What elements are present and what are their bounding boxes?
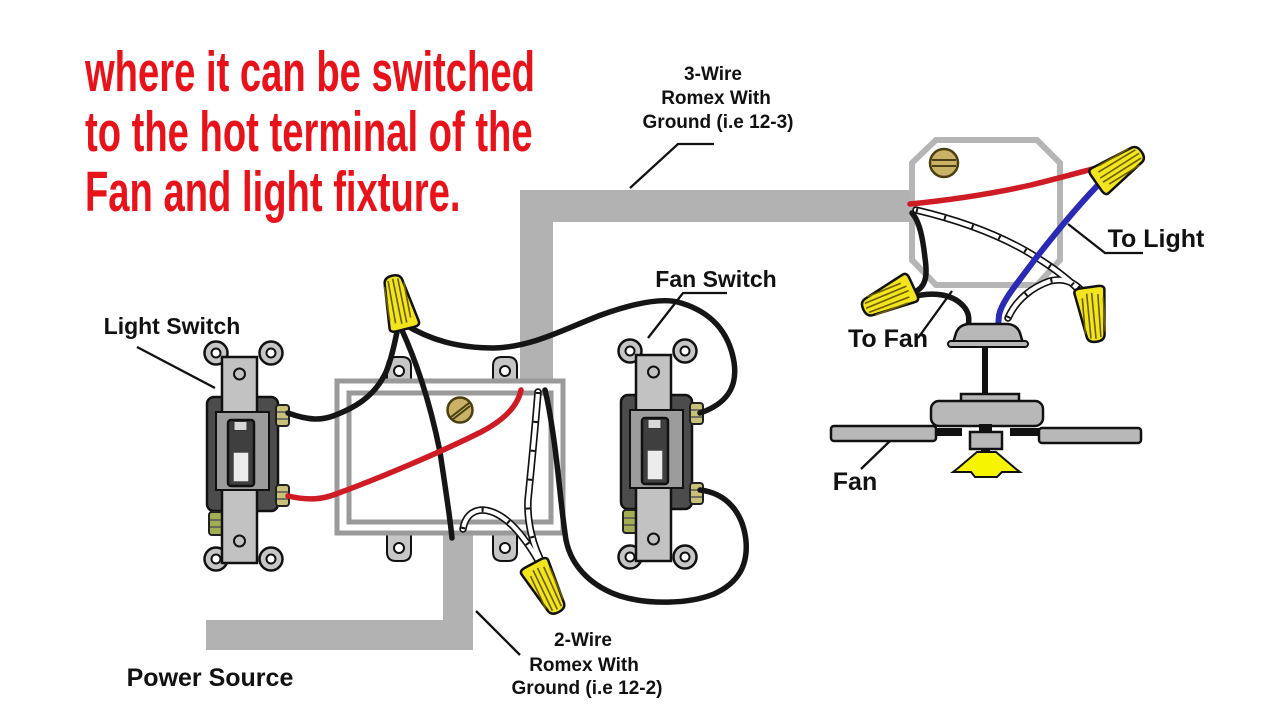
three-wire-label-line1: 3-Wire <box>684 64 742 85</box>
two-wire-label-line3: Ground (i.e 12-2) <box>512 678 663 699</box>
blue-light-wire <box>995 177 1106 331</box>
fan-motor <box>929 399 1045 428</box>
fan-switch-housing <box>968 430 1004 451</box>
wire-nut-junction-hot <box>376 270 422 335</box>
wire-nut-to-fan <box>855 271 921 325</box>
to-fan-label: To Fan <box>848 325 928 353</box>
three-wire-label-line2: Romex With <box>661 88 771 109</box>
ceiling-fan <box>829 322 1143 478</box>
headline-line1: where it can be switched <box>84 40 535 104</box>
headline-line2: to the hot terminal of the <box>84 100 533 164</box>
light-switch <box>203 340 291 572</box>
power-source-label: Power Source <box>127 664 294 692</box>
fan-downrod <box>982 347 988 399</box>
two-wire-label-line2: Romex With <box>529 655 639 676</box>
fan-blade-left <box>829 424 938 443</box>
two-wire-label-line1: 2-Wire <box>554 630 612 651</box>
three-wire-label-line3: Ground (i.e 12-3) <box>643 112 794 133</box>
black-hot-wires <box>285 210 972 605</box>
headline-line3: Fan and light fixture. <box>84 160 461 224</box>
leader-lines <box>136 142 1143 656</box>
red-switched-wires <box>285 164 1103 502</box>
fan-light-glow <box>950 451 1023 478</box>
wire-nut-ceiling-neutral <box>1072 283 1113 346</box>
ceiling-box-screw <box>928 147 960 179</box>
power-source-conduit <box>206 533 473 650</box>
fan-canopy <box>951 322 1025 345</box>
fan-switch <box>617 338 705 570</box>
fan-switch-label: Fan Switch <box>655 266 776 292</box>
romex-conduit-to-ceiling <box>520 190 912 382</box>
fan-blade-right <box>1037 426 1143 445</box>
white-neutral-wires <box>459 206 1084 570</box>
junction-box-screw <box>446 396 474 424</box>
fan-label: Fan <box>833 468 877 496</box>
to-light-label: To Light <box>1108 225 1205 253</box>
wire-nut-junction-neutral <box>518 555 574 621</box>
light-switch-label: Light Switch <box>104 313 241 339</box>
